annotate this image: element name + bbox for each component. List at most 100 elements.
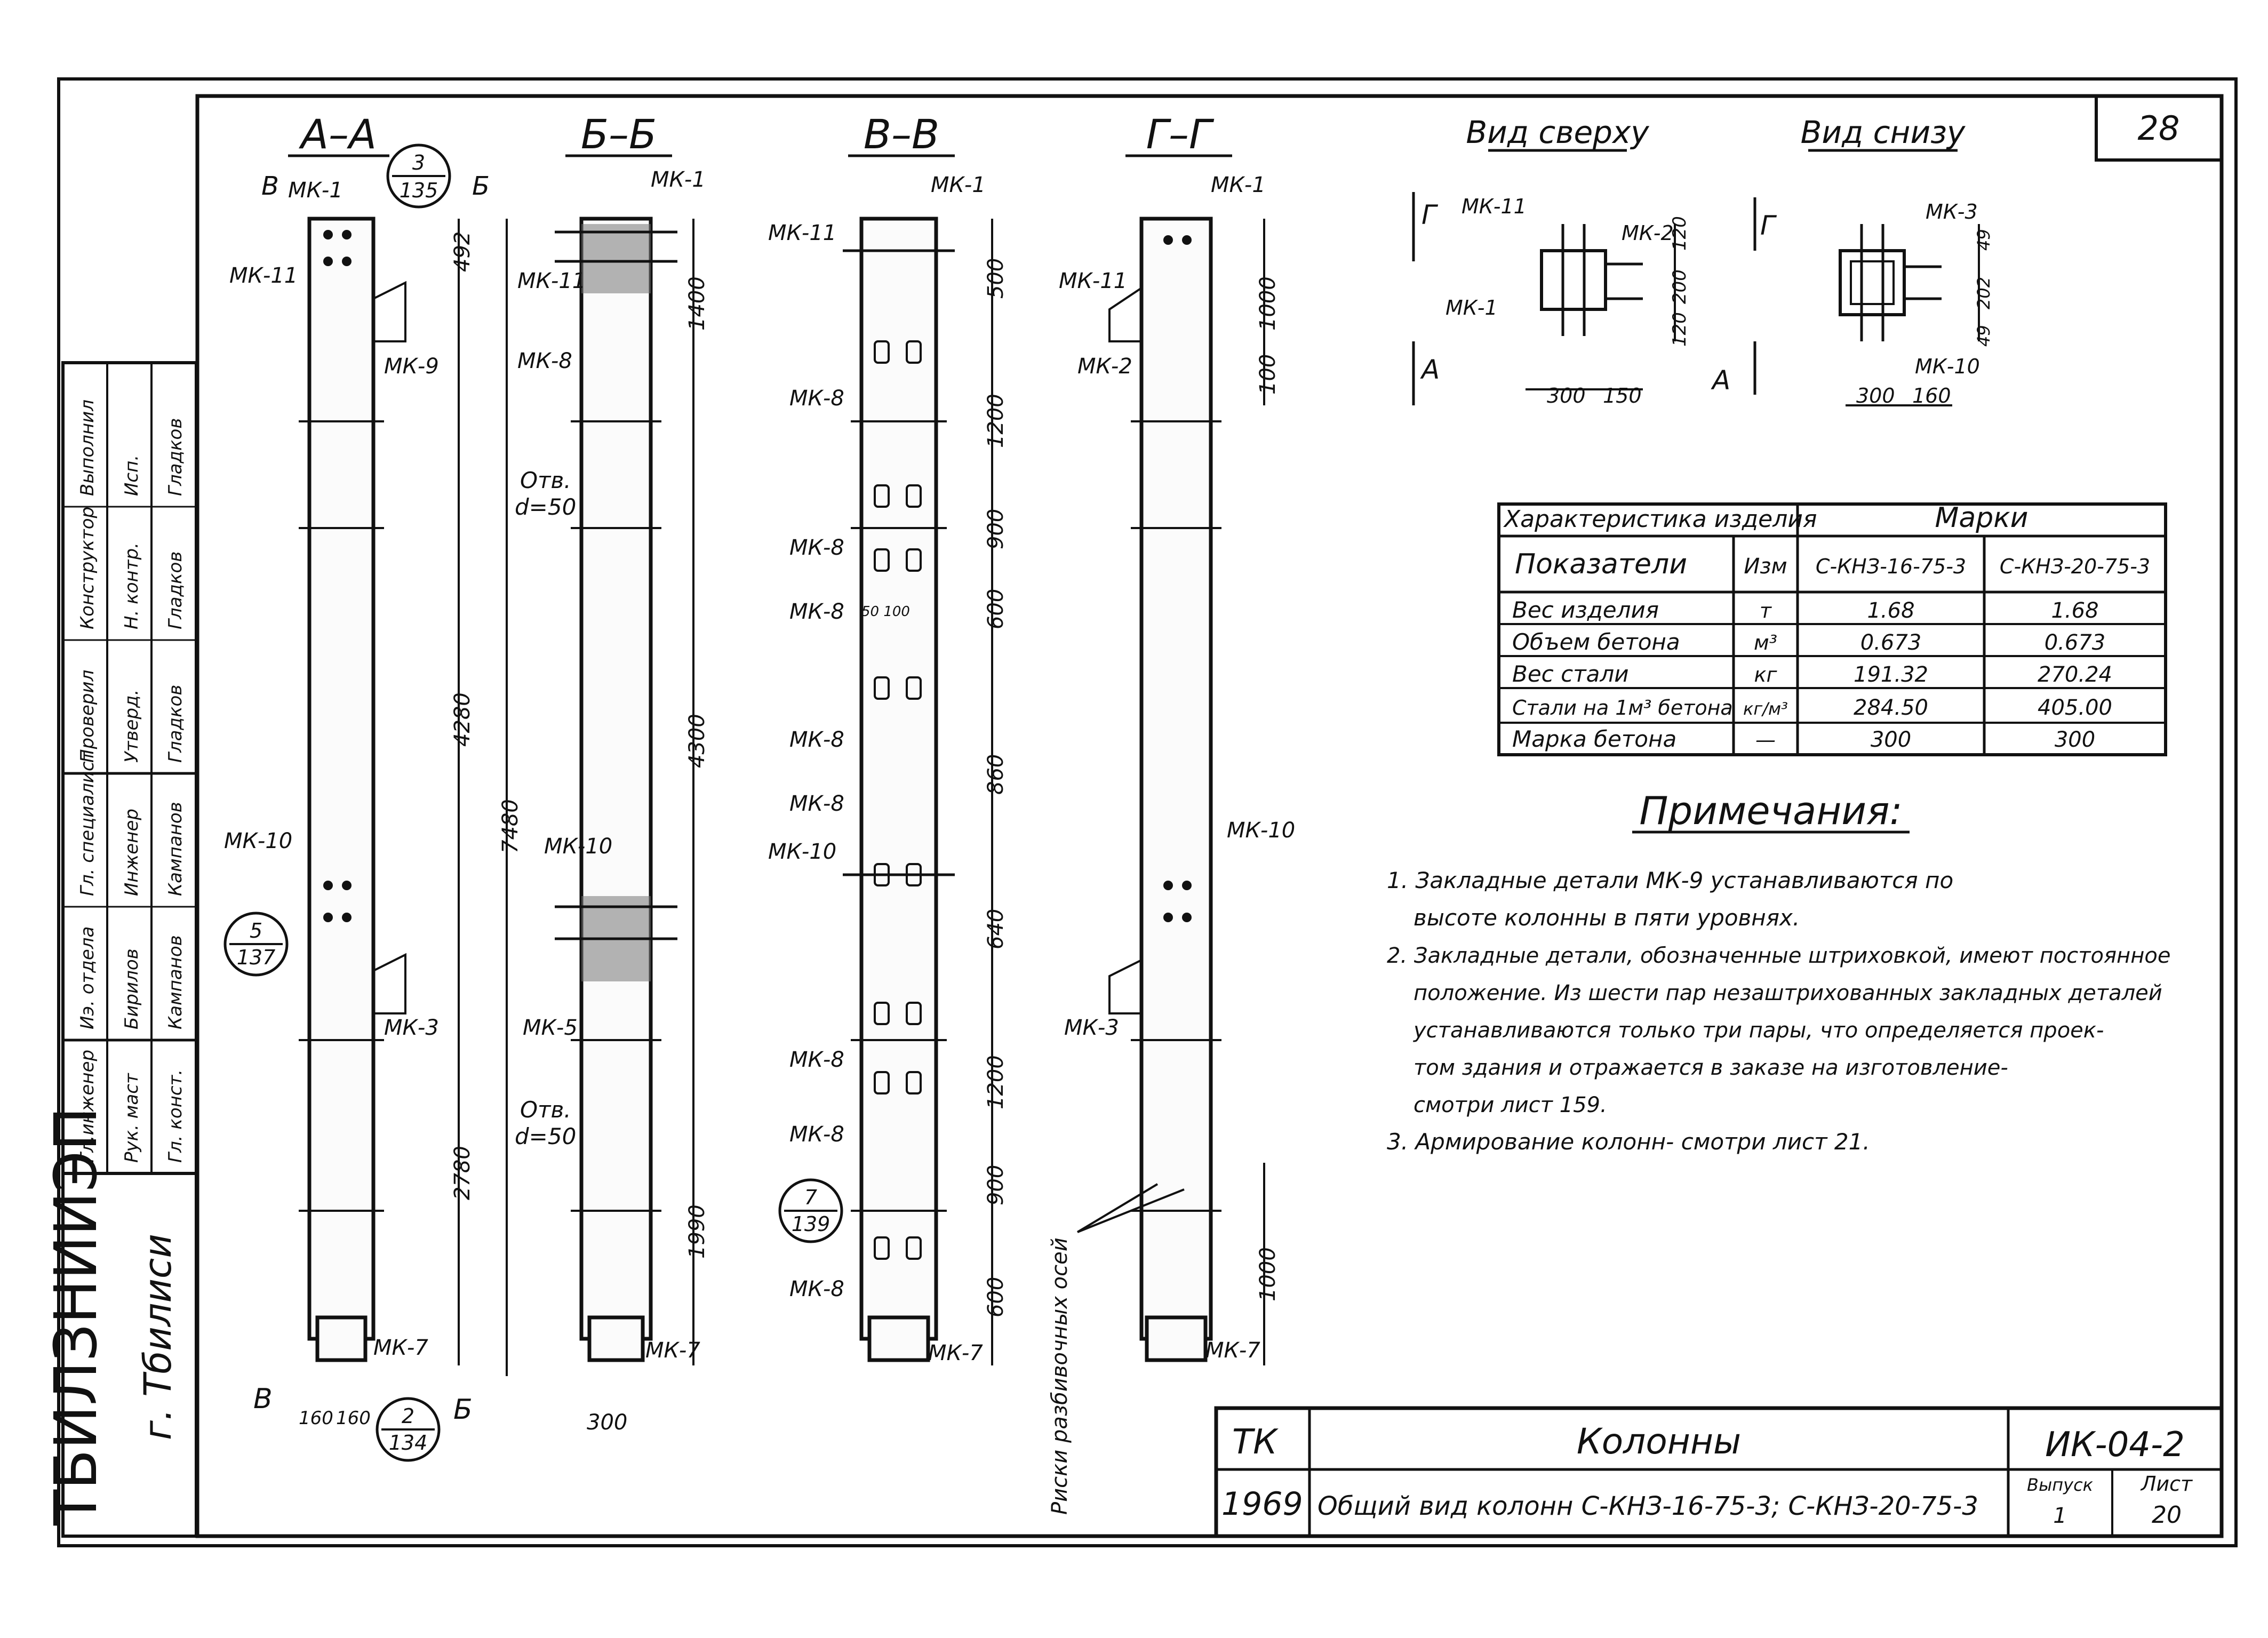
vv-dim-2: 1200	[984, 394, 1008, 448]
bottom-dim-160: 160	[1912, 384, 1951, 407]
row-3-v2: 405.00	[2038, 696, 2112, 720]
svg-text:Конструктор: Конструктор	[77, 507, 98, 629]
side-stamp: ТБИЛЗНИИЭП г. Тбилиси Гл.инженер Иэ. отд…	[42, 361, 198, 1538]
section-gg: Г–Г МК-1 МК-11 МК-2 МК-10 МК-3 МК-7 1000…	[1048, 110, 1295, 1515]
gg-mark-mk2: МК-2	[1077, 354, 1132, 379]
column-bb-body	[579, 217, 653, 1341]
row-3-unit: кг/м³	[1743, 699, 1788, 719]
vv-mark-mk8-7: МК-8	[789, 1122, 844, 1147]
callout-5-137: 5 137	[223, 912, 289, 977]
row-2-name: Вес стали	[1512, 661, 1629, 687]
gg-dim-1000b: 1000	[1256, 1247, 1280, 1301]
aa-dim-160b: 160	[336, 1408, 371, 1429]
bottom-letter-g: Г	[1760, 210, 1777, 241]
aa-mark-mk11: МК-11	[229, 263, 298, 288]
aa-letter-b: Б	[472, 171, 490, 201]
top-letter-a: А	[1420, 354, 1440, 385]
gg-dim-1000a: 1000	[1256, 276, 1280, 331]
tb-description: Общий вид колонн С-КНЗ-16-75-3; С-КНЗ-20…	[1317, 1491, 1978, 1521]
callout-3-135: 3 135	[386, 143, 451, 209]
aa-dim-4280: 4280	[450, 692, 475, 747]
bottom-dim-v3: 49	[1974, 325, 1994, 347]
row-2-unit: кг	[1754, 663, 1778, 686]
svg-text:Исп.: Исп.	[121, 455, 142, 496]
section-vv-title: В–В	[864, 110, 939, 158]
vv-mark-mk1: МК-1	[931, 173, 986, 197]
row-1-unit: м³	[1754, 631, 1777, 654]
svg-text:ТБИЛЗНИИЭП: ТБИЛЗНИИЭП	[42, 1107, 110, 1526]
callout-7-139: 7 139	[778, 1178, 843, 1243]
row-2-v1: 191.32	[1854, 662, 1928, 687]
gg-mark-mk7: МК-7	[1205, 1338, 1260, 1363]
bb-mark-mk8: МК-8	[517, 349, 572, 373]
tb-vypusk-label: Выпуск	[2027, 1475, 2094, 1495]
row-2-v2: 270.24	[2038, 662, 2112, 687]
svg-text:7: 7	[804, 1186, 817, 1209]
bb-hole-dia-2: d=50	[515, 1123, 576, 1149]
row-4-unit: —	[1755, 728, 1776, 752]
note-line-7: смотри лист 159.	[1413, 1093, 1607, 1117]
gg-dim-100: 100	[1256, 354, 1280, 395]
vv-dim-6: 640	[984, 909, 1008, 949]
gg-mark-mk10: МК-10	[1227, 818, 1295, 843]
bb-hole-dia: d=50	[515, 494, 576, 520]
bb-hole-label: Отв.	[520, 467, 571, 493]
vv-note-small: 50 100	[861, 604, 910, 620]
tb-vypusk: 1	[2053, 1504, 2066, 1528]
bottom-view: Вид снизу Г А МК-3 МК-10 300 160 49 202 …	[1711, 114, 1994, 407]
row-1-name: Объем бетона	[1512, 629, 1680, 655]
aa-dim-7480: 7480	[498, 799, 523, 853]
row-3-v1: 284.50	[1854, 696, 1928, 720]
vv-dim-9: 600	[984, 1277, 1008, 1317]
svg-text:Проверил: Проверил	[77, 670, 98, 763]
row-0-name: Вес изделия	[1512, 597, 1659, 623]
bb-hole-label-2: Отв.	[520, 1097, 571, 1123]
note-line-2: высоте колонны в пяти уровнях.	[1413, 905, 1800, 931]
row-0-unit: т	[1760, 599, 1772, 622]
svg-text:134: 134	[389, 1431, 428, 1455]
bb-dim-4300: 4300	[685, 714, 709, 768]
bb-mark-mk11: МК-11	[517, 269, 586, 293]
bottom-mark-mk3: МК-3	[1926, 200, 1978, 223]
row-4-v1: 300	[1871, 728, 1911, 752]
stamp-col-1: Гл.инженер Иэ. отдела Гл. специалист Про…	[77, 399, 98, 1163]
aa-mark-mk3: МК-3	[384, 1016, 439, 1040]
row-0-v1: 1.68	[1867, 598, 1914, 623]
svg-text:Рук. маст: Рук. маст	[121, 1073, 142, 1163]
outer-frame	[57, 77, 2238, 1547]
aa-mark-mk7: МК-7	[373, 1336, 428, 1360]
vv-dim-7: 1200	[984, 1055, 1008, 1109]
vv-mark-mk8-4: МК-8	[789, 728, 844, 752]
section-bb-title: Б–Б	[581, 110, 657, 158]
bb-mark-mk1: МК-1	[651, 167, 706, 192]
bb-dim-1400: 1400	[685, 276, 709, 331]
top-letter-g: Г	[1422, 199, 1439, 230]
sheet-number-box: 28	[2095, 94, 2223, 162]
tb-list-label: Лист	[2140, 1472, 2193, 1496]
note-line-3: 2. Закладные детали, обозначенные штрихо…	[1387, 944, 2170, 968]
table-col-unit: Изм	[1744, 554, 1787, 579]
note-line-5: устанавливаются только три пары, что опр…	[1413, 1018, 2104, 1043]
table-col-m2: С-КНЗ-20-75-3	[2000, 555, 2150, 578]
gg-mark-mk11: МК-11	[1059, 269, 1127, 293]
bb-mark-mk7: МК-7	[645, 1338, 700, 1363]
column-vv-body	[859, 217, 938, 1341]
note-line-8: 3. Армирование колонн- смотри лист 21.	[1387, 1129, 1870, 1155]
note-line-6: том здания и отражается в заказе на изго…	[1413, 1056, 2008, 1080]
table-col-indicator: Показатели	[1515, 548, 1687, 580]
svg-text:Бирилов: Бирилов	[121, 948, 142, 1029]
bottom-letter-a: А	[1711, 365, 1730, 396]
spec-table: Характеристика изделия Марки Показатели …	[1497, 502, 2167, 756]
gg-axis-risk-label: Риски разбивочных осей	[1048, 1237, 1072, 1515]
note-line-4: положение. Из шести пар незаштрихованных…	[1413, 981, 2162, 1005]
stamp-col-2: Рук. маст Бирилов Инженер Утверд. Н. кон…	[121, 455, 142, 1163]
vv-mark-mk11: МК-11	[768, 221, 836, 245]
svg-text:Утверд.: Утверд.	[121, 690, 142, 763]
aa-mark-mk10: МК-10	[224, 829, 292, 853]
bb-mark-mk10: МК-10	[544, 834, 612, 859]
vv-mark-mk8-2: МК-8	[789, 536, 844, 560]
vv-dim-5: 860	[984, 754, 1008, 795]
top-dim-v1: 120	[1669, 216, 1690, 251]
svg-text:137: 137	[237, 946, 276, 969]
